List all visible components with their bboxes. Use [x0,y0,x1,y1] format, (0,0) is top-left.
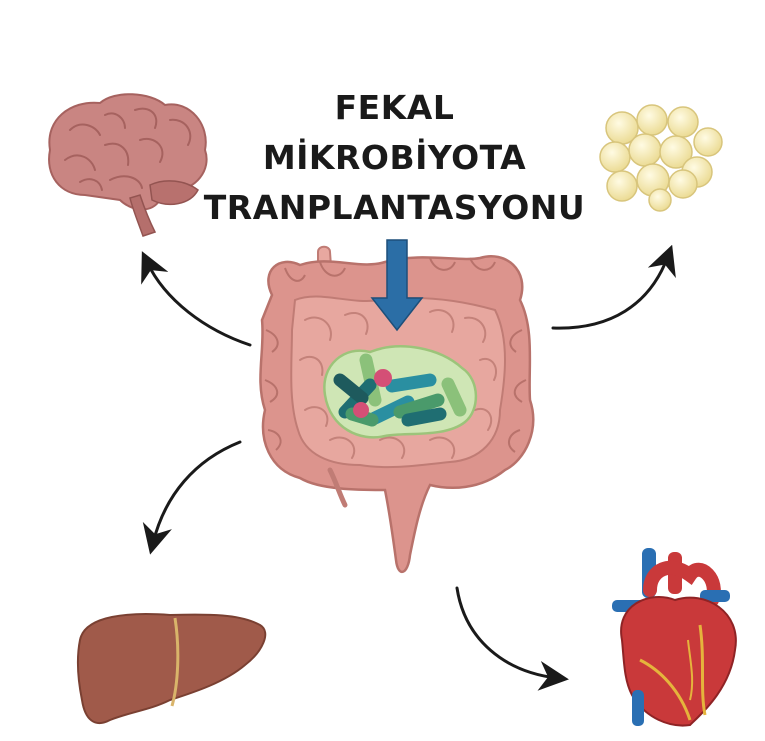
arrow-to-brain [141,251,252,347]
arrow-to-liver [142,440,242,555]
fat-cells-icon [599,104,723,212]
liver-icon [76,613,267,725]
microbiota-icon [323,345,478,439]
arrow-to-heart [455,586,569,691]
arrow-to-fat-cells [551,244,676,330]
input-arrow [370,239,424,332]
heart-icon [612,548,737,727]
title-line-1: FEKAL [334,88,455,127]
brain-icon [48,93,208,237]
title-line-3: TRANPLANTASYONU [203,188,586,227]
title-line-2: MİKROBİYOTA [262,138,527,177]
